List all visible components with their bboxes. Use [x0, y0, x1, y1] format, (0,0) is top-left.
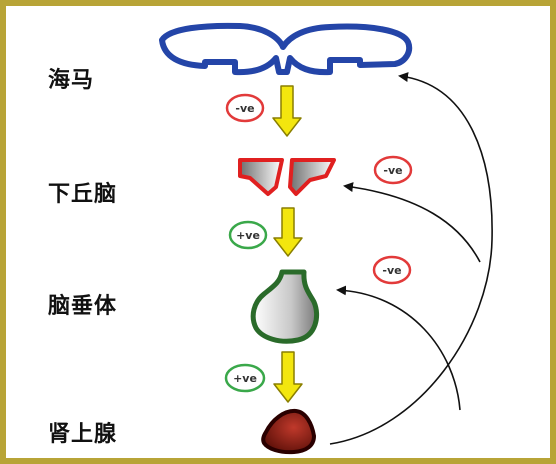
yellow-arrow-hypothalamus-to-pituitary: [274, 208, 302, 256]
svg-text:+ve: +ve: [236, 229, 260, 242]
badge-negative-feedback-hypothalamus: -ve: [375, 157, 411, 183]
feedback-curve-to-hippocampus: [330, 76, 492, 444]
yellow-arrow-hippocampus-to-hypothalamus: [273, 86, 301, 136]
badge-positive-pituitary: +ve: [226, 365, 264, 391]
badge-positive-hypothalamus: +ve: [230, 222, 266, 248]
svg-text:-ve: -ve: [235, 102, 254, 115]
adrenal-shape: [263, 411, 314, 452]
hippocampus-shape: [162, 26, 409, 72]
hypothalamus-shape: [240, 160, 334, 194]
svg-text:-ve: -ve: [382, 264, 401, 277]
badge-negative-feedback-pituitary: -ve: [374, 257, 410, 283]
feedback-curve-to-pituitary: [338, 290, 460, 410]
feedback-curve-to-hypothalamus: [345, 186, 480, 262]
yellow-arrow-pituitary-to-adrenal: [274, 352, 302, 402]
svg-text:+ve: +ve: [233, 372, 257, 385]
svg-text:-ve: -ve: [383, 164, 402, 177]
badge-negative-hippocampus: -ve: [227, 95, 263, 121]
pituitary-shape: [253, 272, 316, 341]
